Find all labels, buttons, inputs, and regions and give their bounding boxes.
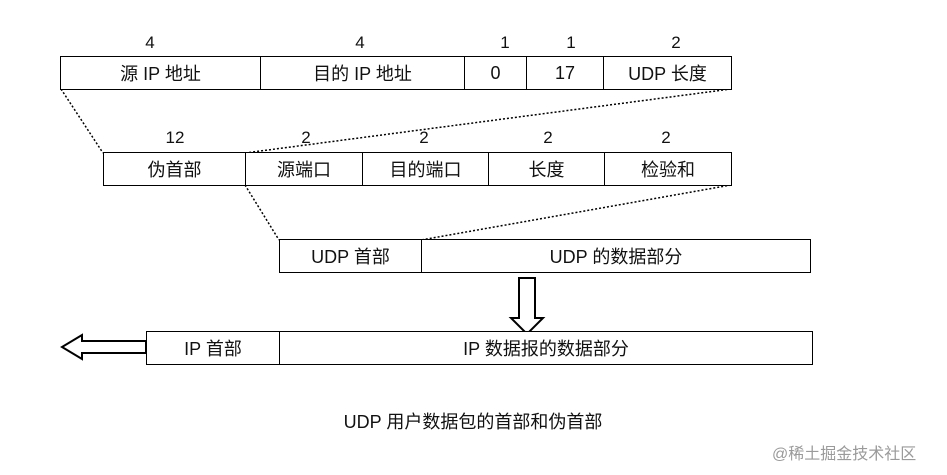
- pseudo-field-protocol: 17: [526, 56, 604, 90]
- udp-field-length: 长度: [488, 152, 605, 186]
- pseudo-field-dst-ip: 目的 IP 地址: [260, 56, 465, 90]
- watermark: @稀土掘金技术社区: [772, 446, 917, 463]
- left-arrow-icon: [60, 333, 147, 361]
- ip-datagram-header: IP 首部: [146, 331, 280, 365]
- udp-size-length: 2: [543, 128, 553, 147]
- down-arrow-icon: [508, 277, 546, 336]
- udp-size-checksum: 2: [661, 128, 671, 147]
- udp-field-src-port: 源端口: [245, 152, 363, 186]
- pseudo-size-zero: 1: [500, 33, 510, 52]
- udp-datagram-data: UDP 的数据部分: [421, 239, 811, 273]
- pseudo-size-src-ip: 4: [145, 33, 155, 52]
- udp-size-dst-port: 2: [419, 128, 429, 147]
- udp-field-pseudo: 伪首部: [103, 152, 246, 186]
- pseudo-field-udp-length: UDP 长度: [603, 56, 732, 90]
- pseudo-size-udp-length: 2: [671, 33, 681, 52]
- ip-datagram-data: IP 数据报的数据部分: [279, 331, 813, 365]
- figure-caption: UDP 用户数据包的首部和伪首部: [343, 412, 603, 432]
- pseudo-field-zero: 0: [464, 56, 527, 90]
- udp-size-src-port: 2: [301, 128, 311, 147]
- pseudo-size-protocol: 1: [566, 33, 576, 52]
- udp-size-pseudo: 12: [165, 128, 185, 147]
- pseudo-size-dst-ip: 4: [355, 33, 365, 52]
- udp-field-checksum: 检验和: [604, 152, 732, 186]
- udp-field-dst-port: 目的端口: [362, 152, 489, 186]
- udp-datagram-header: UDP 首部: [279, 239, 422, 273]
- pseudo-field-src-ip: 源 IP 地址: [60, 56, 261, 90]
